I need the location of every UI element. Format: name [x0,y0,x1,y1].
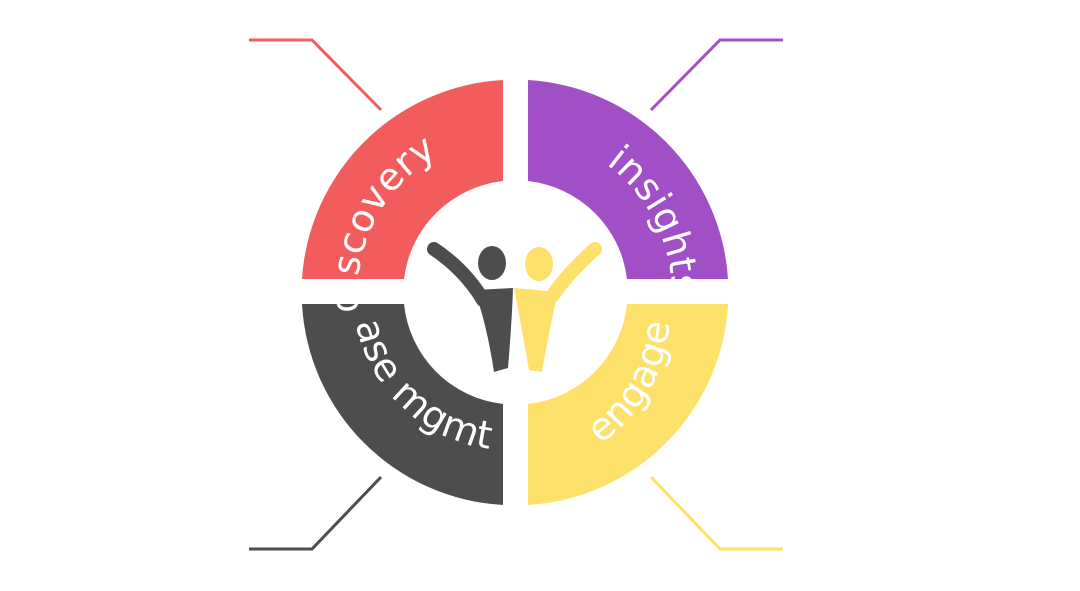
connector-line-engage [649,475,783,551]
logo-figure-yellow [514,242,602,372]
connector-line-insights [649,38,783,112]
logo-people-icon [427,242,602,372]
logo-figure-dark [427,242,513,372]
connector-line-discovery [249,38,383,112]
segment-insights[interactable] [528,80,728,279]
segment-engage[interactable] [528,304,728,505]
segment-discovery[interactable] [302,80,503,279]
segment-case-mgmt[interactable] [302,304,503,505]
connector-line-case-mgmt [249,475,383,551]
